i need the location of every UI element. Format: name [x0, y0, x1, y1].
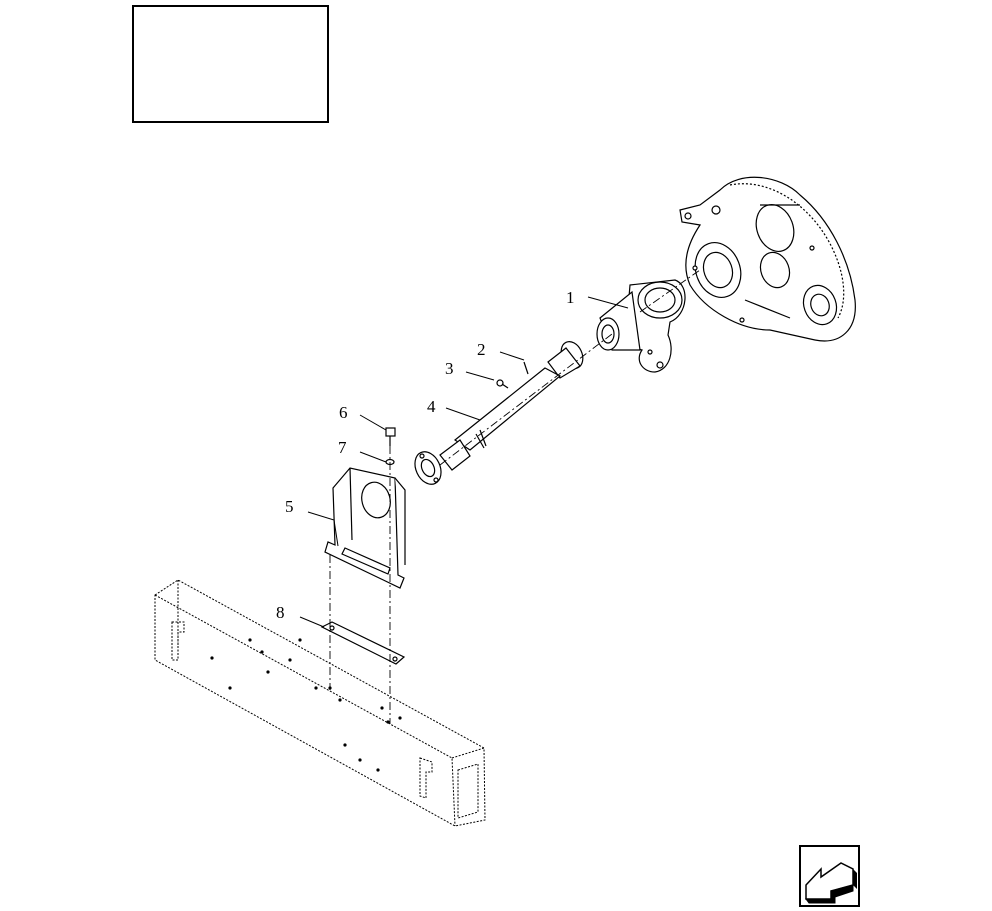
- pto-housing: [596, 279, 686, 373]
- bolt-washer: [385, 427, 396, 466]
- callout-3: 3: [445, 359, 454, 378]
- callout-6: 6: [339, 403, 348, 422]
- callout-8: 8: [276, 603, 285, 622]
- callout-1: 1: [566, 288, 575, 307]
- assembly-centerlines: [329, 269, 701, 724]
- frame-holes: [210, 638, 402, 772]
- callout-7: 7: [338, 438, 347, 457]
- frame-beam: [154, 579, 486, 827]
- callout-2: 2: [477, 340, 486, 359]
- callout-4: 4: [427, 397, 436, 416]
- title-block: [132, 5, 329, 123]
- bearing-bracket: [324, 467, 406, 589]
- callout-leaders: [299, 296, 629, 628]
- callout-5: 5: [285, 497, 294, 516]
- shim-plate: [320, 621, 406, 665]
- back-arrow-icon: [805, 862, 857, 904]
- back-navigation-button[interactable]: [799, 845, 860, 907]
- callout-labels: 1 2 3 4 5 6 7 8: [276, 288, 575, 622]
- pin-parts: [496, 361, 529, 389]
- drive-shaft: [414, 341, 584, 485]
- transmission-housing: [679, 176, 856, 342]
